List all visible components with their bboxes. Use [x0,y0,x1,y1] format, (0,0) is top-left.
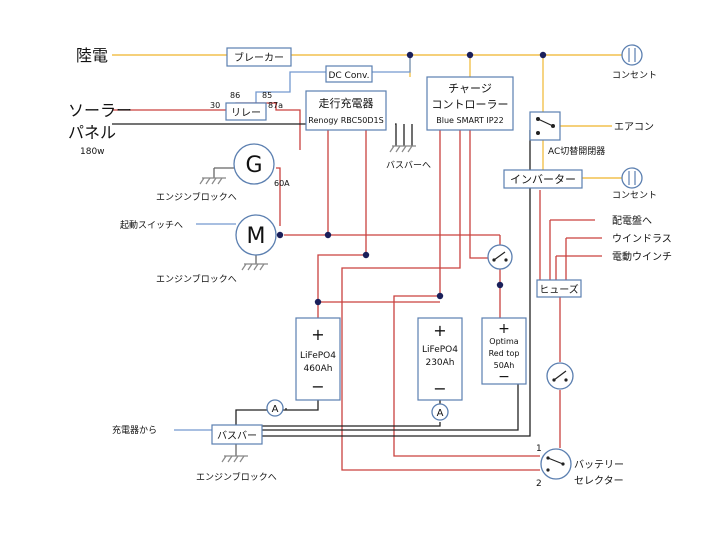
ac-changeover-switch [529,111,561,141]
starter-motor: M [235,214,277,256]
engine-block-label-1: エンジンブロックへ [156,191,237,203]
relay-label: リレー [231,108,261,119]
battery-2: + LiFePO4 230Ah − [417,317,463,401]
selector-label-line2: セレクター [574,475,624,487]
battery-1-type: LiFePO4 [300,351,336,361]
ammeter-2: A [431,403,449,421]
battery-1-plus: + [311,325,324,344]
outlet-label-2: コンセント [612,190,657,201]
generator: G [233,143,275,185]
fuse-label: ヒューズ [539,283,579,296]
inverter-label: インバーター [510,173,576,186]
control-wiring [174,55,411,431]
ground-symbol-2 [241,263,268,271]
ground-symbol-1 [199,177,226,185]
outlet-symbol-1 [621,44,643,66]
relay-pin85: 85 [262,91,272,100]
fuse-box: ヒューズ [536,279,582,298]
cc-label-line1: チャージ [448,82,492,95]
positive-wiring [112,102,602,471]
breaker: ブレーカー [226,47,292,67]
ammeter-2-label: A [437,408,444,419]
ac-switch-label: AC切替開閉器 [548,145,605,157]
cc-model: Blue SMART IP22 [436,116,503,125]
battery-2-plus: + [433,321,446,340]
charger-from-label: 充電器から [112,424,157,436]
main-switch [546,362,574,390]
winch-label: 電動ウインチ [612,250,672,263]
dc-conv-label: DC Conv. [328,71,369,81]
engine-block-label-2: エンジンブロックへ [156,273,237,285]
battery-switch-optima [487,244,513,270]
to-panel-label: 配電盤へ [612,214,652,227]
windlass-label: ウインドラス [612,233,672,245]
ammeter-1-label: A [272,404,279,415]
battery-selector [540,448,572,480]
charger-title: 走行充電器 [319,96,374,110]
outlet-label-1: コンセント [612,70,657,81]
relay-pin30: 30 [210,101,220,110]
busbar-label: バスバー [217,430,257,442]
ground-symbol-3 [221,455,248,463]
battery-2-capacity: 230Ah [425,358,454,368]
generator-amps: 60A [274,179,290,188]
dc-dc-charger: 走行充電器 Renogy RBC50D1S [305,90,387,131]
battery-3: + Optima Red top 50Ah − [481,317,527,385]
solar-label-line2: パネル [68,123,116,142]
motor-symbol: M [247,224,266,249]
battery-1-capacity: 460Ah [303,364,332,374]
battery-3-brand: Optima [489,337,519,346]
outlet-symbol-2 [621,167,643,189]
shore-power-label: 陸電 [76,46,108,65]
battery-3-capacity: 50Ah [494,361,515,370]
solar-watt: 180w [80,147,105,157]
junction-nodes [276,51,547,306]
generator-symbol: G [245,153,262,178]
battery-1: + LiFePO4 460Ah − [295,317,341,401]
breaker-label: ブレーカー [234,51,284,64]
charger-model: Renogy RBC50D1S [308,116,383,125]
relay: リレー 86 85 30 87a [210,91,283,121]
selector-pos-2: 2 [536,479,542,489]
inverter: インバーター [503,169,583,189]
busbar-to-label: バスバーへ [386,160,431,171]
relay-pin86: 86 [230,91,240,100]
battery-3-minus: − [498,369,510,385]
solar-label-line1: ソーラー [68,101,132,120]
busbar-ground-symbol [389,145,416,153]
battery-3-model: Red top [489,349,520,358]
selector-pos-1: 1 [536,444,542,454]
cc-label-line2: コントローラー [432,98,509,111]
negative-wiring [112,123,531,456]
relay-pin87a: 87a [268,101,283,110]
battery-1-minus: − [311,377,324,396]
aircon-label: エアコン [614,122,654,133]
battery-2-minus: − [433,379,446,398]
charge-controller: チャージ コントローラー Blue SMART IP22 [426,76,514,131]
ac-wiring [112,54,622,179]
starter-switch-label: 起動スイッチへ [120,220,183,231]
selector-label-line1: バッテリー [574,459,624,471]
ammeter-1: A [266,399,284,417]
dc-converter: DC Conv. [325,65,373,83]
battery-2-type: LiFePO4 [422,345,458,355]
engine-block-label-3: エンジンブロックへ [196,471,277,483]
busbar: バスバー [211,424,263,445]
battery-3-plus: + [498,321,510,337]
